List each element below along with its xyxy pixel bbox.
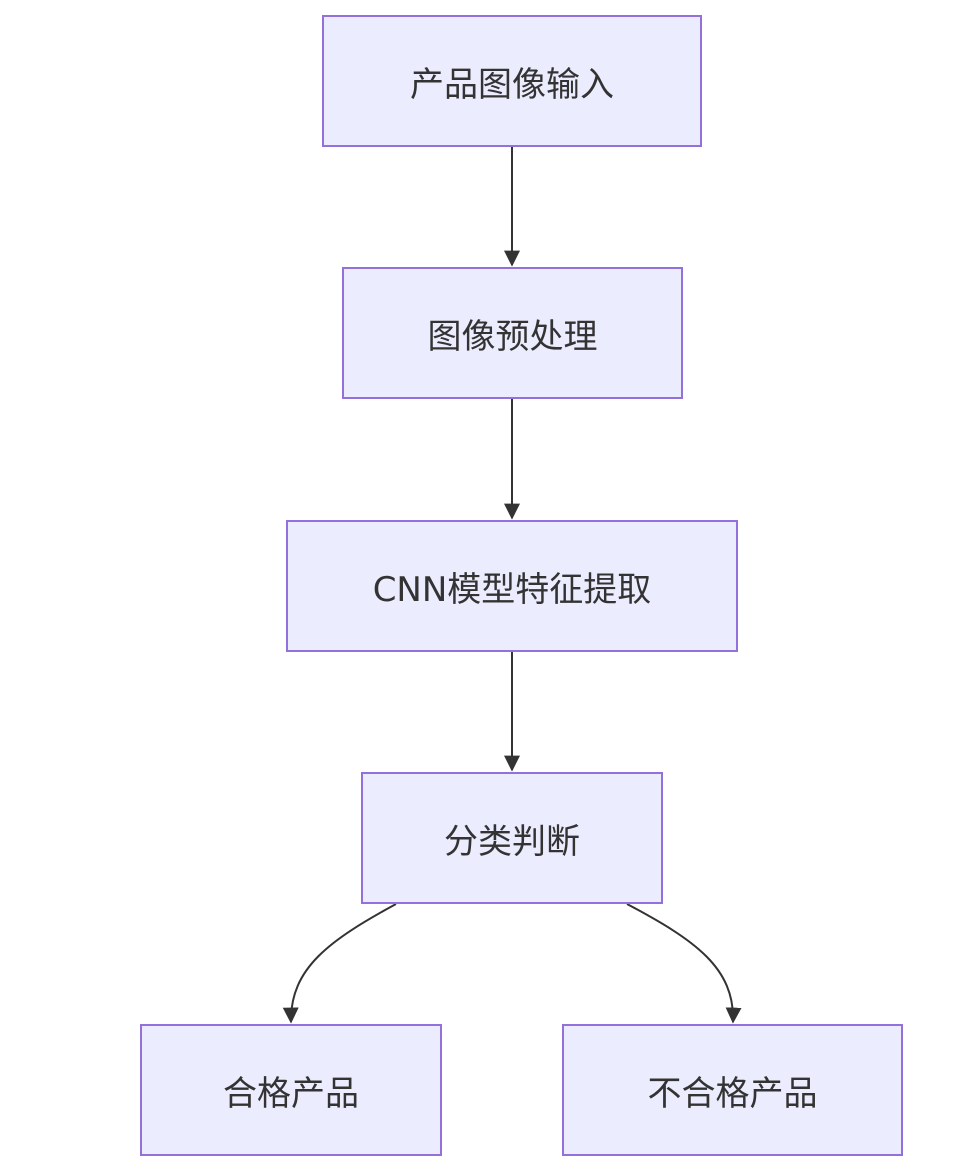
node-pass-product: 合格产品 bbox=[140, 1024, 442, 1156]
node-fail-product-label: 不合格产品 bbox=[647, 1073, 818, 1114]
node-classification-label: 分类判断 bbox=[444, 821, 580, 862]
node-fail-product: 不合格产品 bbox=[562, 1024, 903, 1156]
node-preprocess-label: 图像预处理 bbox=[427, 316, 598, 357]
node-cnn-feature-extraction: CNN模型特征提取 bbox=[286, 520, 738, 652]
node-pass-product-label: 合格产品 bbox=[223, 1073, 359, 1114]
node-image-input: 产品图像输入 bbox=[322, 15, 702, 147]
node-cnn-feature-extraction-label: CNN模型特征提取 bbox=[372, 569, 652, 610]
node-preprocess: 图像预处理 bbox=[342, 267, 683, 399]
edge-classify-to-fail bbox=[626, 903, 742, 1024]
node-classification: 分类判断 bbox=[361, 772, 663, 904]
edge-classify-to-pass bbox=[282, 903, 397, 1024]
node-image-input-label: 产品图像输入 bbox=[410, 64, 614, 105]
